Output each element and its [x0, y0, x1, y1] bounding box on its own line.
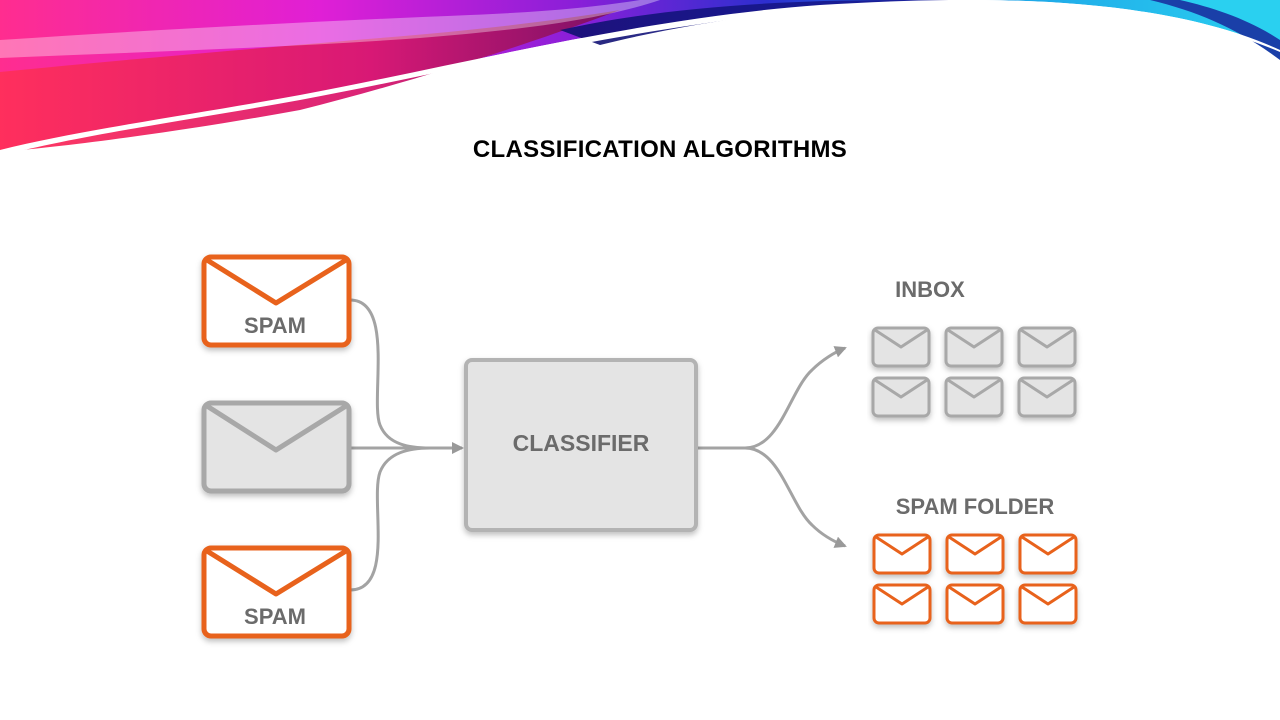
inbox-envelope-icon — [871, 376, 931, 418]
spam-folder-envelope-icon — [945, 583, 1005, 625]
spam-folder-envelope-grid — [872, 533, 1078, 625]
spam-folder-envelope-icon — [945, 533, 1005, 575]
input-neutral-envelope — [201, 400, 352, 494]
inbox-envelope-grid — [871, 326, 1077, 418]
spam-folder-label: SPAM FOLDER — [896, 494, 1055, 519]
inbox-envelope-icon — [1017, 326, 1077, 368]
spam-folder-envelope-icon — [1018, 533, 1078, 575]
input-envelope-label-1: SPAM — [244, 313, 306, 338]
spam-folder-envelope-icon — [872, 533, 932, 575]
inbox-envelope-icon — [944, 376, 1004, 418]
connector-spam-bottom — [349, 446, 431, 592]
slide-title: CLASSIFICATION ALGORITHMS — [472, 136, 848, 163]
arrow-to-spam-folder — [744, 446, 847, 548]
inbox-envelope-icon — [1017, 376, 1077, 418]
inbox-envelope-icon — [871, 326, 931, 368]
inbox-label: INBOX — [895, 277, 965, 302]
input-connectors — [349, 298, 464, 592]
input-envelope-label-3: SPAM — [244, 604, 306, 629]
classifier-label: CLASSIFIER — [513, 430, 650, 456]
decorative-banner — [0, 0, 1280, 156]
arrow-to-inbox — [744, 346, 847, 450]
spam-folder-envelope-icon — [872, 583, 932, 625]
connector-spam-top — [349, 298, 431, 450]
input-spam-envelope-1 — [201, 254, 352, 348]
input-spam-envelope-2 — [201, 545, 352, 639]
output-connectors — [698, 346, 847, 548]
spam-folder-envelope-icon — [1018, 583, 1078, 625]
inbox-envelope-icon — [944, 326, 1004, 368]
classifier-box — [464, 358, 698, 532]
